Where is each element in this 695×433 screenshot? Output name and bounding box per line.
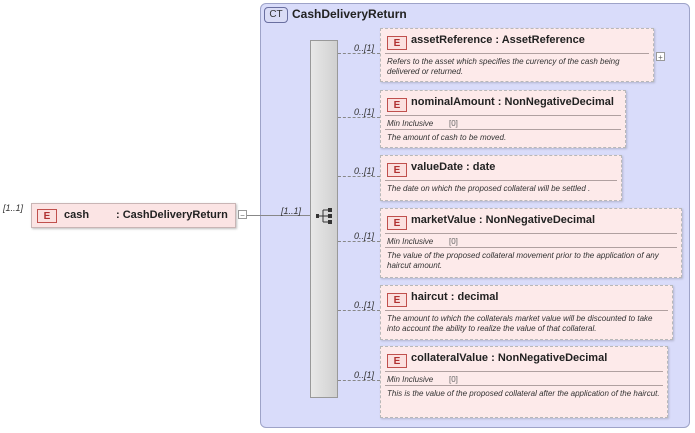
connector-line <box>338 241 380 242</box>
element-haircut[interactable]: E haircut : decimal The amount to which … <box>380 285 673 340</box>
element-multiplicity: 0..[1] <box>354 300 375 310</box>
element-documentation: The amount to which the collaterals mark… <box>387 314 653 333</box>
divider <box>385 115 621 116</box>
element-badge: E <box>37 209 57 223</box>
divider <box>385 371 663 372</box>
expand-toggle-icon[interactable]: + <box>656 52 665 62</box>
element-name: collateralValue <box>411 352 489 364</box>
complex-type-title: CashDeliveryReturn <box>292 7 407 21</box>
connector-line <box>338 380 380 381</box>
element-multiplicity: 0..[1] <box>354 370 375 380</box>
element-type: : AssetReference <box>495 34 585 46</box>
element-title: valueDate : date <box>411 161 495 173</box>
element-type: : NonNegativeDecimal <box>491 352 608 364</box>
sequence-multiplicity: [1..1] <box>281 206 302 216</box>
divider <box>385 233 677 234</box>
connector-line <box>338 176 380 177</box>
element-title: haircut : decimal <box>411 291 498 303</box>
ct-badge: CT <box>264 7 288 23</box>
root-element-name: cash <box>64 209 90 221</box>
element-collateralValue[interactable]: E collateralValue : NonNegativeDecimal M… <box>380 346 668 418</box>
root-element-cash[interactable]: E cash : CashDeliveryReturn <box>31 203 236 228</box>
element-assetReference[interactable]: E assetReference : AssetReference Refers… <box>380 28 654 82</box>
element-documentation: The value of the proposed collateral mov… <box>387 251 659 270</box>
element-documentation: The date on which the proposed collatera… <box>387 184 591 193</box>
element-type: : NonNegativeDecimal <box>497 96 614 108</box>
element-nominalAmount[interactable]: E nominalAmount : NonNegativeDecimal Min… <box>380 90 626 148</box>
element-multiplicity: 0..[1] <box>354 43 375 53</box>
connector-line <box>338 117 380 118</box>
facet-value: [0] <box>449 375 458 384</box>
facet-value: [0] <box>449 237 458 246</box>
element-badge: E <box>387 98 407 112</box>
element-documentation: Refers to the asset which specifies the … <box>387 57 620 76</box>
facet-label: Min Inclusive <box>387 119 434 128</box>
element-type: : date <box>466 161 496 173</box>
element-multiplicity: 0..[1] <box>354 107 375 117</box>
divider <box>385 129 621 130</box>
divider <box>385 180 617 181</box>
sequence-compositor[interactable] <box>310 40 338 398</box>
root-multiplicity: [1..1] <box>3 203 24 213</box>
element-title: marketValue : NonNegativeDecimal <box>411 214 595 226</box>
divider <box>385 310 668 311</box>
element-badge: E <box>387 36 407 50</box>
connector-line <box>247 215 310 216</box>
divider <box>385 53 649 54</box>
element-valueDate[interactable]: E valueDate : date The date on which the… <box>380 155 622 201</box>
element-marketValue[interactable]: E marketValue : NonNegativeDecimal Min I… <box>380 208 682 278</box>
collapse-toggle-icon[interactable]: − <box>238 210 247 220</box>
element-type: : decimal <box>450 291 499 303</box>
connector-line <box>338 310 380 311</box>
element-name: assetReference <box>411 34 493 46</box>
element-badge: E <box>387 354 407 368</box>
element-documentation: The amount of cash to be moved. <box>387 133 507 142</box>
element-badge: E <box>387 216 407 230</box>
divider <box>385 247 677 248</box>
connector-line <box>338 53 380 54</box>
element-name: nominalAmount <box>411 96 495 108</box>
facet-label: Min Inclusive <box>387 375 434 384</box>
divider <box>385 385 663 386</box>
facet-value: [0] <box>449 119 458 128</box>
facet-label: Min Inclusive <box>387 237 434 246</box>
root-element-type: : CashDeliveryReturn <box>116 209 228 221</box>
element-title: collateralValue : NonNegativeDecimal <box>411 352 607 364</box>
element-badge: E <box>387 293 407 307</box>
element-name: valueDate <box>411 161 463 173</box>
element-type: : NonNegativeDecimal <box>478 214 596 226</box>
element-multiplicity: 0..[1] <box>354 231 375 241</box>
element-multiplicity: 0..[1] <box>354 166 375 176</box>
element-title: nominalAmount : NonNegativeDecimal <box>411 96 614 108</box>
element-title: assetReference : AssetReference <box>411 34 585 46</box>
element-documentation: This is the value of the proposed collat… <box>387 389 660 398</box>
element-name: marketValue <box>411 214 476 226</box>
sequence-icon <box>316 208 332 224</box>
element-name: haircut <box>411 291 448 303</box>
element-badge: E <box>387 163 407 177</box>
